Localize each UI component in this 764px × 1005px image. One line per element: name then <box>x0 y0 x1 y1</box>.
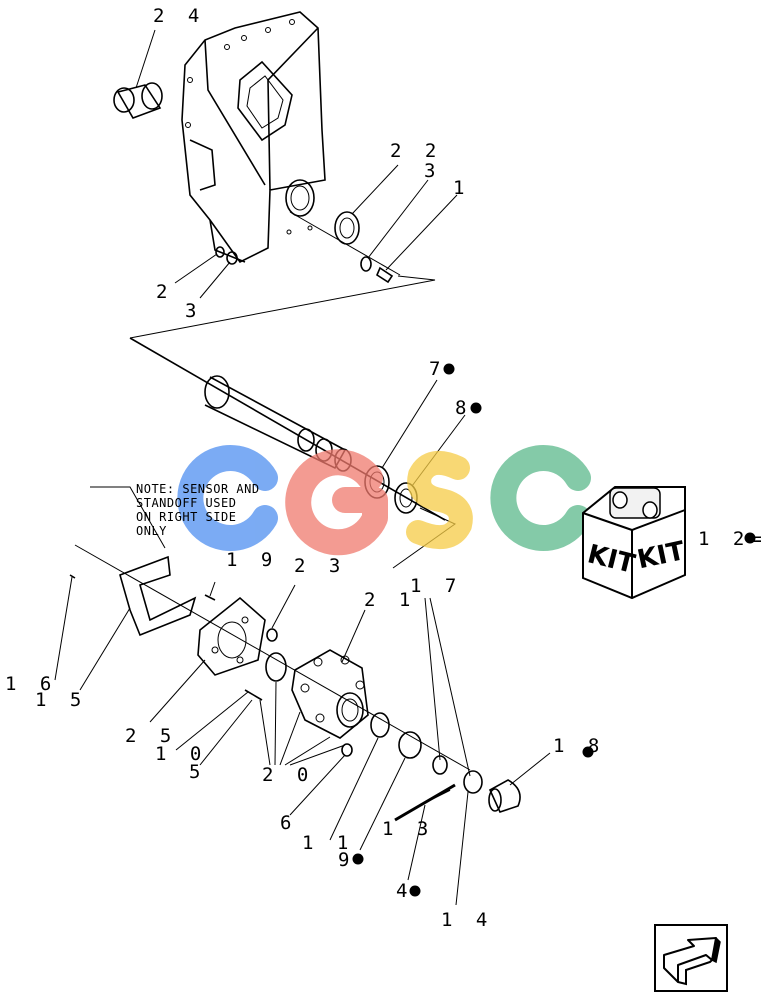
gearbox-housing <box>181 11 326 264</box>
leader-lines <box>54 29 551 906</box>
note-line-2: STANDOFF USED <box>136 496 236 510</box>
callout-15: 1 5 <box>35 689 87 711</box>
plate-part-25 <box>197 596 266 676</box>
bushing-part-24 <box>113 82 163 119</box>
callout-5: 5 <box>189 761 206 783</box>
callout-8-dot <box>470 402 482 414</box>
washer-part-3 <box>360 256 372 272</box>
hub-part-21 <box>291 649 369 739</box>
axis-line-top <box>289 211 401 276</box>
callout-20: 2 0 <box>262 764 314 786</box>
callout-16: 1 6 <box>5 673 57 695</box>
callout-14: 1 4 <box>441 909 493 931</box>
bolt-part-19 <box>204 594 216 601</box>
spacer-part-23 <box>266 628 278 642</box>
callout-23: 2 3 <box>294 555 346 577</box>
callout-3-top: 3 <box>424 160 441 182</box>
callout-25: 2 5 <box>125 725 177 747</box>
callout-4-dot <box>409 885 421 897</box>
callout-9-dot <box>352 853 364 865</box>
seal-part-11 <box>370 712 390 738</box>
callout-8: 8 <box>455 397 472 419</box>
screw-part-16 <box>69 574 76 579</box>
callout-3-bottom: 3 <box>185 300 202 322</box>
callout-11: 1 1 <box>302 832 354 854</box>
note-line-1: NOTE: SENSOR AND <box>136 482 260 496</box>
watermark-letter-s <box>406 450 473 550</box>
reference-line <box>129 275 436 339</box>
callout-21: 2 1 <box>364 589 416 611</box>
callout-4: 4 <box>396 880 413 902</box>
watermark-letter-c1 <box>177 445 278 551</box>
callout-17: 1 7 <box>410 575 462 597</box>
next-page-button[interactable] <box>654 924 728 992</box>
callout-22: 2 2 <box>390 140 442 162</box>
dust-cap-part-18 <box>488 779 521 813</box>
watermark <box>177 445 591 556</box>
watermark-letter-g <box>285 449 388 556</box>
nut-washer-parts-2-3 <box>215 246 238 265</box>
callouts: 2 4 2 2 3 1 2 3 7 8 1 2= 1 9 2 3 2 1 1 7… <box>5 5 764 931</box>
callout-1: 1 <box>453 177 470 199</box>
pin-part-13 <box>394 783 456 822</box>
callout-13: 1 3 <box>382 818 434 840</box>
callout-7: 7 <box>429 358 446 380</box>
castle-nut-part-14 <box>463 770 483 794</box>
callout-12: 1 2= <box>698 528 764 550</box>
callout-18: 1 8 <box>553 735 605 757</box>
seal-part-21 <box>265 652 287 682</box>
callout-12-dot <box>744 532 756 544</box>
callout-6: 6 <box>280 812 297 834</box>
bolt-part-1 <box>375 266 394 284</box>
callout-18-dot <box>582 746 594 758</box>
callout-7-dot <box>443 363 455 375</box>
watermark-letter-c2 <box>490 445 591 551</box>
callout-24: 2 4 <box>153 5 205 27</box>
washer-part-6 <box>341 743 353 757</box>
sensor-bracket-part-15 <box>119 555 197 637</box>
axis-line-lower <box>74 544 471 771</box>
callout-10: 1 0 <box>155 743 207 765</box>
note-block: NOTE: SENSOR AND STANDOFF USED ON RIGHT … <box>136 482 260 538</box>
seal-part-22 <box>334 211 360 245</box>
note-line-3: ON RIGHT SIDE <box>136 510 236 524</box>
callout-9: 9 <box>338 849 355 871</box>
callout-19: 1 9 <box>226 549 278 571</box>
callout-2: 2 <box>156 281 173 303</box>
note-line-4: ONLY <box>136 524 167 538</box>
bearing-part-9 <box>398 731 422 759</box>
bolt-part-5 <box>244 689 263 701</box>
kit-box-icon: KIT KIT <box>582 486 688 600</box>
